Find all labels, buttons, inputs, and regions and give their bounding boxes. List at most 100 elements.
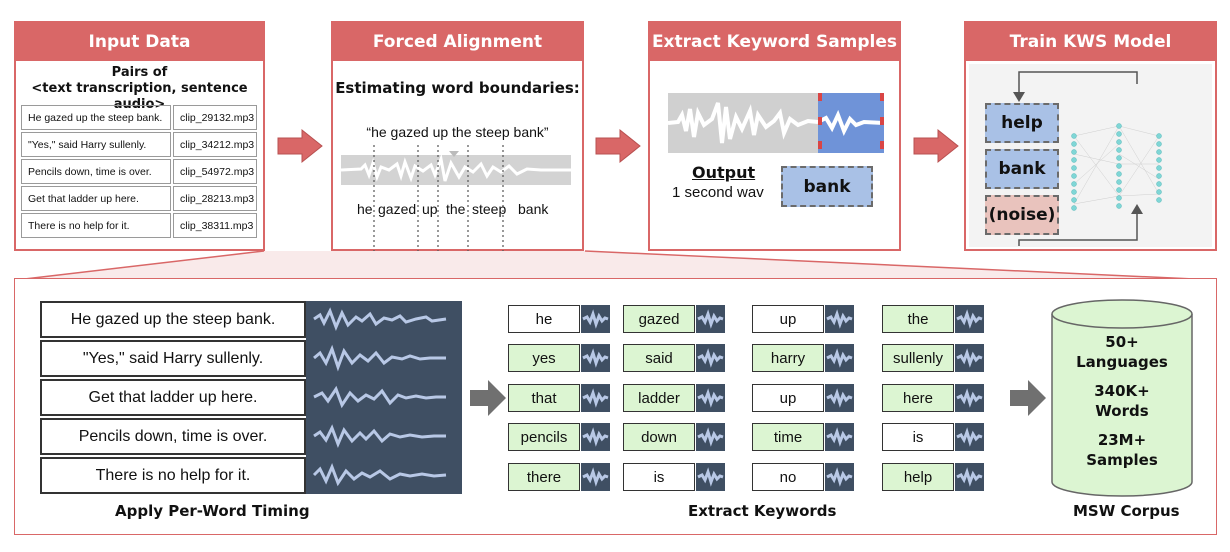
keyword-box: there <box>508 463 580 491</box>
row-clip: clip_28213.mp3 <box>173 186 257 211</box>
row-clip: clip_34212.mp3 <box>173 132 257 157</box>
row-text: "Yes," said Harry sullenly. <box>21 132 171 157</box>
keyword-box: said <box>623 344 695 372</box>
arrow-right-icon <box>277 128 323 164</box>
alignment-word: gazed <box>378 201 417 217</box>
kws-keyword-noise: (noise) <box>985 195 1059 235</box>
alignment-waveform <box>341 145 571 251</box>
row-text: Pencils down, time is over. <box>21 159 171 184</box>
corpus-stats: 50+ Languages 340K+ Words 23M+ Samples <box>1052 332 1192 470</box>
sentence-box: There is no help for it. <box>40 457 306 494</box>
corpus-cylinder-icon <box>1051 299 1193 497</box>
sentence-box: "Yes," said Harry sullenly. <box>40 340 306 377</box>
corpus-languages-count: 50+ <box>1105 333 1139 351</box>
row-clip: clip_38311.mp3 <box>173 213 257 238</box>
keyword-box: pencils <box>508 423 580 451</box>
row-text: Get that ladder up here. <box>21 186 171 211</box>
alignment-word: bank <box>518 201 549 217</box>
corpus-samples-label: Samples <box>1086 451 1158 469</box>
keyword-box: is <box>882 423 954 451</box>
keyword-waveform <box>825 384 854 412</box>
arrow-right-icon <box>470 380 506 416</box>
keyword-box: sullenly <box>882 344 954 372</box>
row-clip: clip_29132.mp3 <box>173 105 257 130</box>
keyword-waveform <box>825 463 854 491</box>
output-desc: 1 second wav <box>672 184 764 201</box>
keyword-waveform <box>955 384 984 412</box>
corpus-samples-count: 23M+ <box>1097 431 1147 449</box>
keyword-waveform <box>955 463 984 491</box>
output-label: Output <box>692 163 756 182</box>
extract-samples-title: Extract Keyword Samples <box>650 23 899 61</box>
output-keyword-box: bank <box>781 166 873 207</box>
alignment-word: he <box>357 201 373 217</box>
keyword-box: harry <box>752 344 824 372</box>
input-data-subtitle-line2: <text transcription, sentence audio> <box>31 81 248 112</box>
keyword-box: is <box>623 463 695 491</box>
keyword-box: ladder <box>623 384 695 412</box>
keyword-box: down <box>623 423 695 451</box>
table-row: He gazed up the steep bank.clip_29132.mp… <box>21 105 257 130</box>
keyword-waveform <box>696 384 725 412</box>
arrow-right-icon <box>1010 380 1046 416</box>
alignment-word: steep <box>472 201 507 217</box>
keyword-box: help <box>882 463 954 491</box>
keyword-waveform <box>581 344 610 372</box>
keyword-waveform <box>696 463 725 491</box>
row-text: There is no help for it. <box>21 213 171 238</box>
keyword-waveform <box>955 423 984 451</box>
forced-alignment-panel: Forced Alignment Estimating word boundar… <box>331 21 584 251</box>
keyword-waveform <box>581 384 610 412</box>
keyword-box: no <box>752 463 824 491</box>
table-row: "Yes," said Harry sullenly.clip_34212.mp… <box>21 132 257 157</box>
input-data-title: Input Data <box>16 23 263 61</box>
keyword-box: he <box>508 305 580 333</box>
input-data-subtitle: Pairs of <text transcription, sentence a… <box>16 65 263 113</box>
keyword-waveform <box>825 344 854 372</box>
keyword-waveform <box>581 305 610 333</box>
extract-samples-panel: Extract Keyword Samples Output 1 second … <box>648 21 901 251</box>
row-clip: clip_54972.mp3 <box>173 159 257 184</box>
keyword-box: up <box>752 384 824 412</box>
keyword-box: up <box>752 305 824 333</box>
input-data-panel: Input Data Pairs of <text transcription,… <box>14 21 265 251</box>
input-data-subtitle-line1: Pairs of <box>111 65 168 80</box>
arrow-right-icon <box>913 128 959 164</box>
neural-network-diagram <box>1013 71 1162 246</box>
row-text: He gazed up the steep bank. <box>21 105 171 130</box>
alignment-word: the <box>446 201 466 217</box>
clip-table: He gazed up the steep bank.clip_29132.mp… <box>19 103 259 240</box>
keyword-box: here <box>882 384 954 412</box>
corpus-words-label: Words <box>1095 402 1149 420</box>
sample-waveform <box>668 93 885 153</box>
sentence-box: He gazed up the steep bank. <box>40 301 306 338</box>
keyword-waveform <box>696 423 725 451</box>
forced-alignment-quote: “he gazed up the steep bank” <box>366 124 549 140</box>
alignment-word: up <box>422 201 438 217</box>
table-row: There is no help for it.clip_38311.mp3 <box>21 213 257 238</box>
extract-keywords-label: Extract Keywords <box>688 502 837 520</box>
keyword-box: gazed <box>623 305 695 333</box>
msw-corpus-label: MSW Corpus <box>1073 502 1180 520</box>
keyword-waveform <box>825 305 854 333</box>
sentence-box: Get that ladder up here. <box>40 379 306 416</box>
keyword-waveform <box>581 463 610 491</box>
corpus-languages-label: Languages <box>1076 353 1168 371</box>
sentence-box: Pencils down, time is over. <box>40 418 306 455</box>
arrow-right-icon <box>595 128 641 164</box>
corpus-words-count: 340K+ <box>1094 382 1150 400</box>
keyword-waveform <box>955 305 984 333</box>
keyword-waveform <box>581 423 610 451</box>
keyword-box: that <box>508 384 580 412</box>
kws-keyword-bank: bank <box>985 149 1059 189</box>
keyword-waveform <box>696 344 725 372</box>
keyword-waveform <box>825 423 854 451</box>
keyword-box: the <box>882 305 954 333</box>
forced-alignment-subtitle: Estimating word boundaries: <box>335 79 580 97</box>
per-word-timing-label: Apply Per-Word Timing <box>115 502 310 520</box>
train-kws-title: Train KWS Model <box>966 23 1215 61</box>
sentence-waveforms <box>306 301 462 494</box>
keyword-box: time <box>752 423 824 451</box>
table-row: Pencils down, time is over.clip_54972.mp… <box>21 159 257 184</box>
